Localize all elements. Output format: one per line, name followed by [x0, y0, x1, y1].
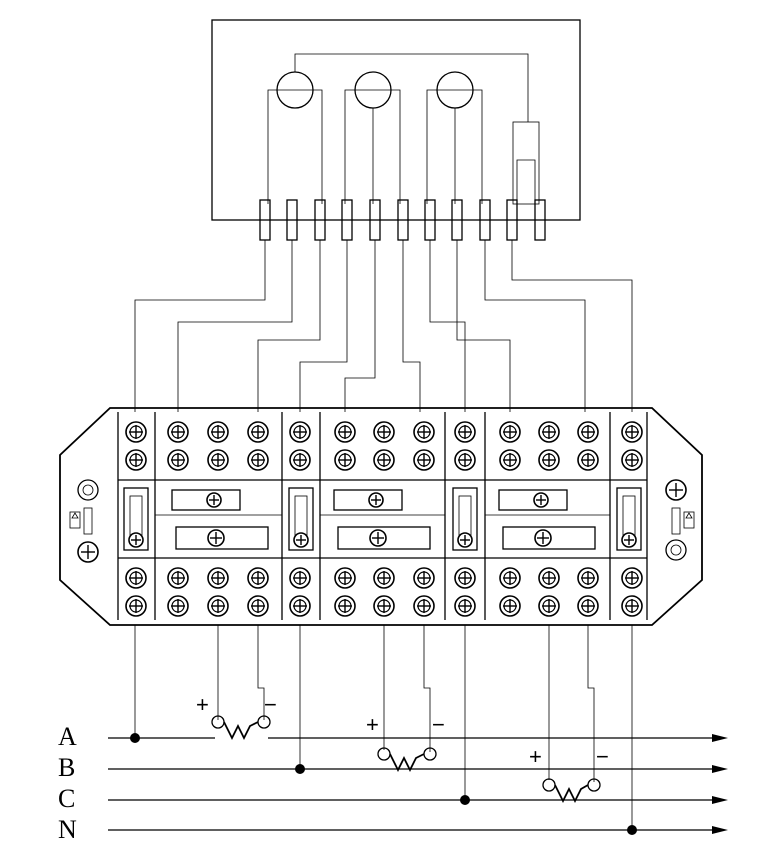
terminal-screw: [247, 567, 269, 589]
terminal-block-housing: [59, 407, 703, 626]
terminal-screw: [454, 567, 476, 589]
line-a-label: A: [58, 722, 77, 751]
terminal-screw: [334, 421, 356, 443]
terminal-screw: [125, 567, 147, 589]
terminal-screw: [125, 449, 147, 471]
line-c: C: [58, 784, 728, 813]
terminal-block: [59, 407, 703, 626]
terminal-screw: [538, 421, 560, 443]
terminal-screw: [125, 421, 147, 443]
terminal-screw: [499, 567, 521, 589]
terminal-screw: [538, 595, 560, 617]
terminal-screw: [454, 449, 476, 471]
current-links: [171, 489, 596, 550]
terminal-screw: [538, 449, 560, 471]
ct-a: + −: [196, 692, 277, 741]
terminal-screw: [207, 421, 229, 443]
voltage-link-b: [288, 487, 314, 551]
line-b-label: B: [58, 753, 75, 782]
terminal-screw: [577, 567, 599, 589]
ct-b-plus: +: [366, 712, 379, 737]
line-n: N: [58, 815, 728, 844]
terminal-screw: [373, 421, 395, 443]
terminal-screw: [577, 595, 599, 617]
terminal-screw: [621, 421, 643, 443]
voltage-link-c: [452, 487, 478, 551]
mount-hole-right: [665, 479, 695, 561]
ct-a-plus: +: [196, 692, 209, 717]
terminal-screw: [334, 595, 356, 617]
terminal-screw: [499, 595, 521, 617]
terminal-screw: [167, 567, 189, 589]
terminal-screw: [207, 449, 229, 471]
terminal-screw: [373, 449, 395, 471]
meter: [211, 19, 581, 241]
meter-body: [211, 19, 581, 221]
terminal-screw: [167, 421, 189, 443]
meter-to-block-wires: [134, 240, 633, 412]
terminal-screw: [167, 595, 189, 617]
terminal-screw: [289, 567, 311, 589]
terminal-screw: [207, 595, 229, 617]
terminal-screw: [499, 449, 521, 471]
line-c-label: C: [58, 784, 75, 813]
terminal-screw: [621, 595, 643, 617]
power-lines: A B C N: [58, 722, 728, 844]
terminal-screw: [247, 421, 269, 443]
terminal-screw: [247, 595, 269, 617]
terminal-screw: [207, 567, 229, 589]
terminal-screw: [499, 421, 521, 443]
terminal-screw: [247, 449, 269, 471]
ct-a-minus: −: [264, 692, 277, 717]
terminal-screw: [289, 421, 311, 443]
terminal-screw: [373, 595, 395, 617]
ct-c-plus: +: [529, 744, 542, 769]
terminal-screw: [413, 449, 435, 471]
block-to-line-wires: [134, 625, 633, 830]
terminal-screw: [538, 567, 560, 589]
screw-terminals: [125, 421, 643, 617]
terminal-screw: [577, 449, 599, 471]
terminal-screw: [621, 567, 643, 589]
terminal-screw: [413, 421, 435, 443]
terminal-screw: [413, 567, 435, 589]
line-b: B: [58, 753, 728, 782]
voltage-element: [512, 121, 540, 205]
current-link-b: [333, 489, 431, 550]
ct-b: + −: [366, 712, 445, 773]
terminal-screw: [289, 595, 311, 617]
terminal-screw: [577, 421, 599, 443]
terminal-screw: [334, 449, 356, 471]
terminal-screw: [413, 595, 435, 617]
ct-b-minus: −: [432, 712, 445, 737]
line-a: A: [58, 722, 728, 751]
terminal-screw: [621, 449, 643, 471]
terminal-screw: [334, 567, 356, 589]
current-link-c: [498, 489, 596, 550]
ct-c-minus: −: [596, 744, 609, 769]
mount-hole-left: [69, 479, 99, 563]
terminal-screw: [289, 449, 311, 471]
terminal-screw: [373, 567, 395, 589]
voltage-link-a: [123, 487, 149, 551]
current-link-a: [171, 489, 269, 550]
terminal-screw: [454, 421, 476, 443]
terminal-screw: [167, 449, 189, 471]
ct-c: + −: [529, 744, 609, 804]
terminal-screw: [125, 595, 147, 617]
voltage-links: [123, 487, 642, 551]
voltage-link-n: [616, 487, 642, 551]
terminal-screw: [454, 595, 476, 617]
line-n-label: N: [58, 815, 77, 844]
